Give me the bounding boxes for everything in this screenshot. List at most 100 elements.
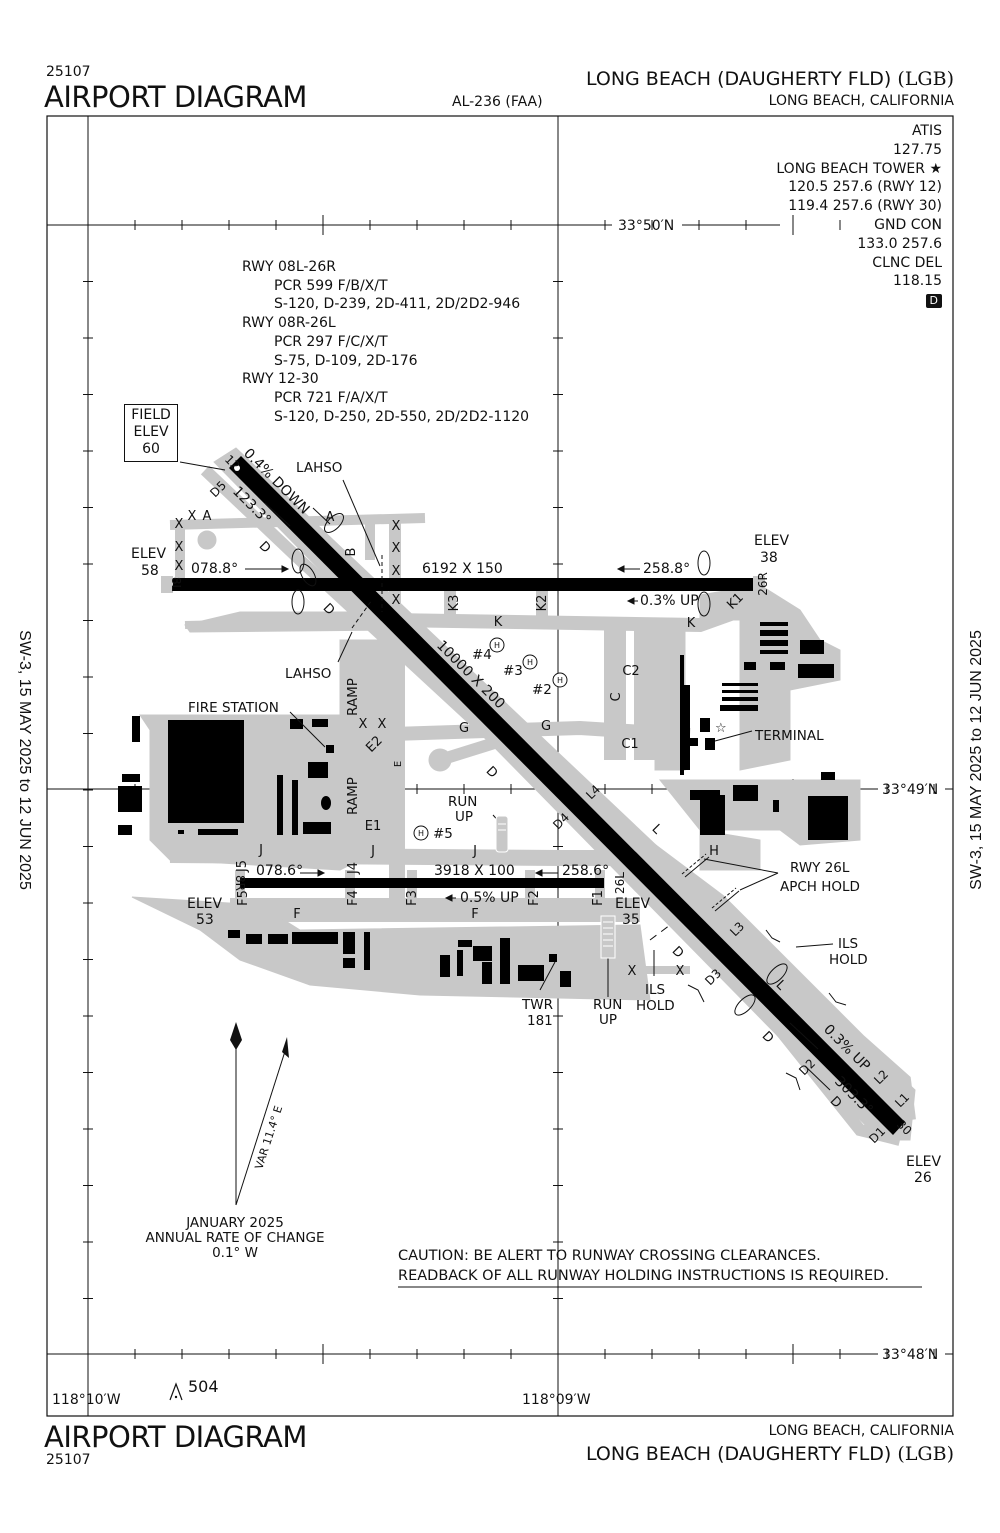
pcr-runway: RWY 08L-26R <box>242 259 336 275</box>
ramp-label: RAMP <box>345 777 361 815</box>
helipad-label: #3 <box>503 663 523 679</box>
runways <box>173 456 905 1135</box>
pcr-weights: S-75, D-109, 2D-176 <box>274 352 418 369</box>
freq-line: 120.5 257.6 (RWY 12) <box>788 179 942 196</box>
lahso-leader-bottom <box>337 631 353 663</box>
chart-title: AIRPORT DIAGRAM <box>44 80 307 114</box>
lahso-leader-top <box>342 479 381 567</box>
rwy-26r-heading: 258.8° <box>643 561 690 577</box>
rwy-26l-heading: 258.6° <box>562 863 609 879</box>
magnetic-variation-note: JANUARY 2025 ANNUAL RATE OF CHANGE 0.1° … <box>130 1216 340 1261</box>
pcr-value: PCR 599 F/B/X/T <box>274 277 388 294</box>
fire-station-label: FIRE STATION <box>188 700 279 716</box>
svg-text:X: X <box>359 717 368 732</box>
elev-label: ELEV <box>131 546 166 562</box>
helipad-label: #5 <box>433 826 453 842</box>
rwy-8r-elev: 53 <box>196 912 214 928</box>
svg-text:X: X <box>378 717 387 732</box>
taxiway-j <box>169 847 640 866</box>
frequency-block: ATIS 127.75 LONG BEACH TOWER ★ 120.5 257… <box>776 122 942 310</box>
svg-text:X: X <box>676 964 685 979</box>
true-north-icon <box>230 1022 242 1050</box>
lahso-bar-12 <box>351 599 373 629</box>
helipad-5 <box>413 825 429 841</box>
rwy-26l-end: 26L <box>613 872 627 894</box>
pcr-value: PCR 297 F/C/X/T <box>274 333 388 350</box>
taxiway-label: C2 <box>622 664 639 679</box>
svg-text:X: X <box>392 593 401 608</box>
heading-arrows <box>245 502 831 1091</box>
mag-rate-label: ANNUAL RATE OF CHANGE <box>145 1230 325 1246</box>
taxiway-label: F1 <box>591 890 606 906</box>
mag-rate: 0.1° W <box>212 1245 258 1261</box>
taxiway-label: C1 <box>621 737 638 752</box>
rwy-08l-heading: 078.8° <box>191 561 238 577</box>
footer-title: AIRPORT DIAGRAM <box>44 1420 307 1454</box>
taxiway-label: H <box>709 844 719 859</box>
lahso-label: LAHSO <box>296 460 342 476</box>
taxiway-label: E1 <box>365 819 382 834</box>
freq-line: 118.15 <box>893 273 942 290</box>
helipad-3 <box>522 654 538 670</box>
helipad-label: #4 <box>472 647 492 663</box>
runway-08l-26r <box>173 578 753 591</box>
taxiway-label: D <box>256 539 274 557</box>
svg-text:X: X <box>392 541 401 556</box>
datalink-badge: D <box>925 294 942 309</box>
twr-elev: 181 <box>527 1013 553 1029</box>
taxiway-label: D <box>669 944 687 962</box>
pcr-runway: RWY 08R-26L <box>242 315 336 332</box>
helipad-symbol: H <box>527 658 533 667</box>
runway-12-30 <box>229 456 905 1135</box>
lahso-label: LAHSO <box>285 666 331 682</box>
svg-text:X: X <box>175 540 184 555</box>
freq-line: 127.75 <box>893 141 942 158</box>
hold-markings <box>179 461 847 1091</box>
pcr-value: PCR 721 F/A/X/T <box>274 389 388 406</box>
taxiway-label: F2 <box>527 890 542 906</box>
runup-label: UP <box>599 1012 617 1028</box>
twr-label: TWR <box>521 997 553 1013</box>
svg-text:X: X <box>628 964 637 979</box>
tower <box>549 954 557 962</box>
taxiway-label: L <box>649 822 665 838</box>
airport-name-text: LONG BEACH (DAUGHERTY FLD) <box>585 68 892 90</box>
taxiway-label: F5 <box>236 890 251 906</box>
buildings <box>118 622 848 987</box>
beacon-star-icon: ☆ <box>715 721 727 736</box>
freq-line: CLNC DEL <box>872 254 942 271</box>
rwy-08r-dims: 3918 X 100 <box>434 863 515 879</box>
runway-08r-26l <box>240 878 604 888</box>
elev-label: ELEV <box>615 896 650 912</box>
taxiway-label: A <box>203 509 212 524</box>
taxiway-label: D <box>483 764 501 782</box>
taxiway-label: F <box>471 907 478 922</box>
rwy-26r-elev: 38 <box>760 550 778 566</box>
footer-chart-number: 25107 <box>46 1452 91 1468</box>
chart-number: 25107 <box>46 64 91 80</box>
helipad-symbol: H <box>557 676 563 685</box>
caution-note: CAUTION: BE ALERT TO RUNWAY CROSSING CLE… <box>398 1246 889 1286</box>
lon-118-09: 118°09′W <box>522 1392 591 1408</box>
terminal-building <box>680 655 684 775</box>
helipad-h-labels: H H H H <box>418 641 563 838</box>
footer-city-state: LONG BEACH, CALIFORNIA <box>768 1423 954 1439</box>
taxiway-label: E <box>393 761 404 767</box>
rwy-8r-end: 8R <box>233 875 247 891</box>
hangar-large <box>168 720 244 823</box>
helipad-2 <box>552 672 568 688</box>
ils-hold-label: ILS <box>838 936 858 952</box>
ils-hold-label: HOLD <box>636 998 675 1014</box>
hot-spots <box>291 513 788 1016</box>
terminal-label: TERMINAL <box>754 728 824 744</box>
rwy-08l-dims: 6192 X 150 <box>422 561 503 577</box>
taxiway-label: J <box>472 844 477 859</box>
pcr-notes: RWY 08L-26R PCR 599 F/B/X/T S-120, D-239… <box>242 258 529 426</box>
taxiway-label: F3 <box>405 890 420 906</box>
taxiway-label: J <box>258 843 263 858</box>
svg-text:X: X <box>392 564 401 579</box>
caution-line-1: CAUTION: BE ALERT TO RUNWAY CROSSING CLE… <box>398 1248 821 1264</box>
elev-label: ELEV <box>906 1154 941 1170</box>
freq-line: GND CON <box>874 216 942 233</box>
helipad-symbol: H <box>418 829 424 838</box>
